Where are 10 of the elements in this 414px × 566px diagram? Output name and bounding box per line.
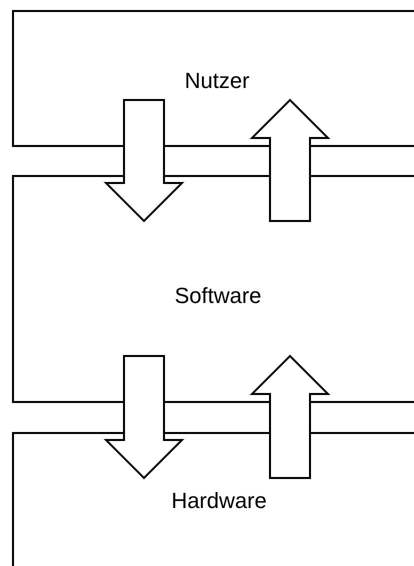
block-arrow [104, 355, 184, 480]
layer-box [12, 432, 414, 566]
layer-box [12, 175, 414, 403]
layer-label: Hardware [171, 488, 267, 514]
layer-box [12, 10, 414, 147]
layer-label: Software [174, 283, 262, 309]
block-arrow [104, 99, 184, 222]
block-arrow [250, 98, 330, 222]
layer-label: Nutzer [184, 68, 250, 94]
block-arrow [250, 354, 330, 479]
